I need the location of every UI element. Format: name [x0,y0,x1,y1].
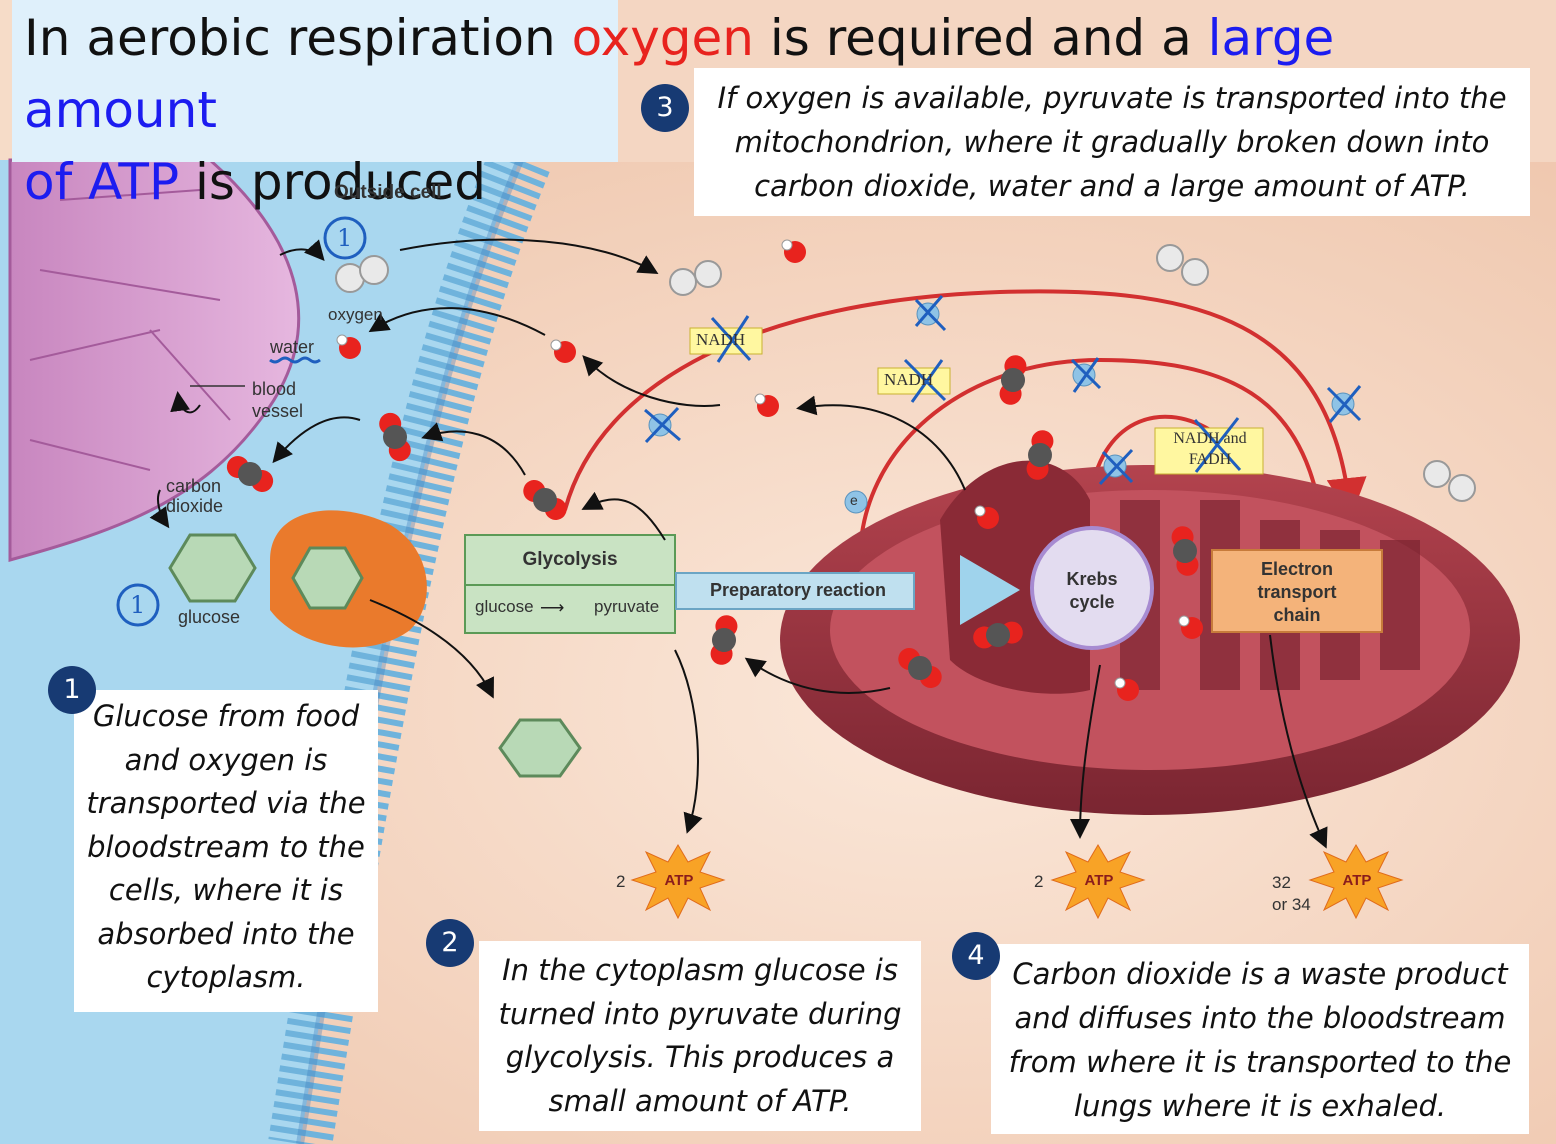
atp-label-3: ATP [1342,872,1372,889]
slide-title: In aerobic respiration oxygen is require… [24,2,1524,218]
title-large-amount: large amount [24,9,1335,139]
carbon-dioxide-label-line1: carbon [166,476,222,496]
glucose-label: glucose [178,607,241,627]
etc-label-line2: transport [1257,582,1337,602]
title-part-3: of ATP [24,153,180,211]
note-4: Carbon dioxide is a waste product and di… [991,944,1529,1134]
glycolysis-glucose-label: glucose [475,597,534,616]
atp-count-glycolysis: 2 [616,872,626,891]
handwritten-annotations [116,216,1362,627]
outside-cell-label: Outside cell [334,182,442,203]
note-1: Glucose from food and oxygen is transpor… [74,690,378,1012]
carbon-dioxide-label-line2: dioxide [166,496,224,516]
preparatory-reaction-label: Preparatory reaction [709,580,887,600]
title-part-2: is required and a [753,9,1208,67]
blood-vessel [8,158,301,562]
etc-label-line1: Electron [1260,559,1334,579]
blood-vessel-label-line2: vessel [252,401,304,421]
krebs-cycle-label: Krebs cycle [1032,568,1152,614]
glycolysis-pyruvate-label: pyruvate [594,597,660,616]
atp-count-krebs: 2 [1034,872,1044,891]
title-oxygen: oxygen [571,9,754,67]
glycolysis-label: Glycolysis [522,549,618,570]
title-background [12,0,618,162]
title-part-4: is produced [179,153,487,211]
nadh-fadh-line1: NADH and [1173,430,1247,447]
krebs-label-line1: Krebs [1066,569,1118,589]
note-4-number: 4 [952,932,1000,980]
etc-label-line3: chain [1273,605,1321,625]
krebs-cycle [1030,526,1154,650]
electron-label: e [850,492,858,508]
nadh-label-1: NADH [696,330,746,349]
handwritten-number-1-top: 1 [337,224,353,252]
note-1-number: 1 [48,666,96,714]
preparatory-reaction-box [675,572,915,610]
atp-label-2: ATP [1084,872,1114,889]
blood-vessel-label-line1: blood [252,379,297,399]
atp-count-etc-line2: or 34 [1272,895,1311,914]
oxygen-label: oxygen [328,305,383,324]
electron-transport-chain [1211,549,1383,633]
glycolysis-arrow: ⟶ [540,598,565,617]
title-part-1: In aerobic respiration [24,9,572,67]
note-2: In the cytoplasm glucose is turned into … [479,941,921,1131]
note-2-number: 2 [426,919,474,967]
glucose-molecule [168,533,257,603]
nadh-label-2: NADH [884,370,934,389]
note-3-number: 3 [641,84,689,132]
krebs-label-line2: cycle [1069,592,1115,612]
atp-bursts [630,844,1404,920]
electron-transport-chain-label: Electron transport chain [1212,558,1382,627]
water-label: water [270,337,315,357]
nadh-fadh-line2: FADH [1188,451,1232,468]
atp-count-etc: 32 or 34 [1272,872,1311,916]
atp-label-1: ATP [664,872,694,889]
note-3: If oxygen is available, pyruvate is tran… [694,68,1530,216]
handwritten-number-1-bottom: 1 [130,591,146,619]
atp-count-etc-line1: 32 [1272,873,1291,892]
